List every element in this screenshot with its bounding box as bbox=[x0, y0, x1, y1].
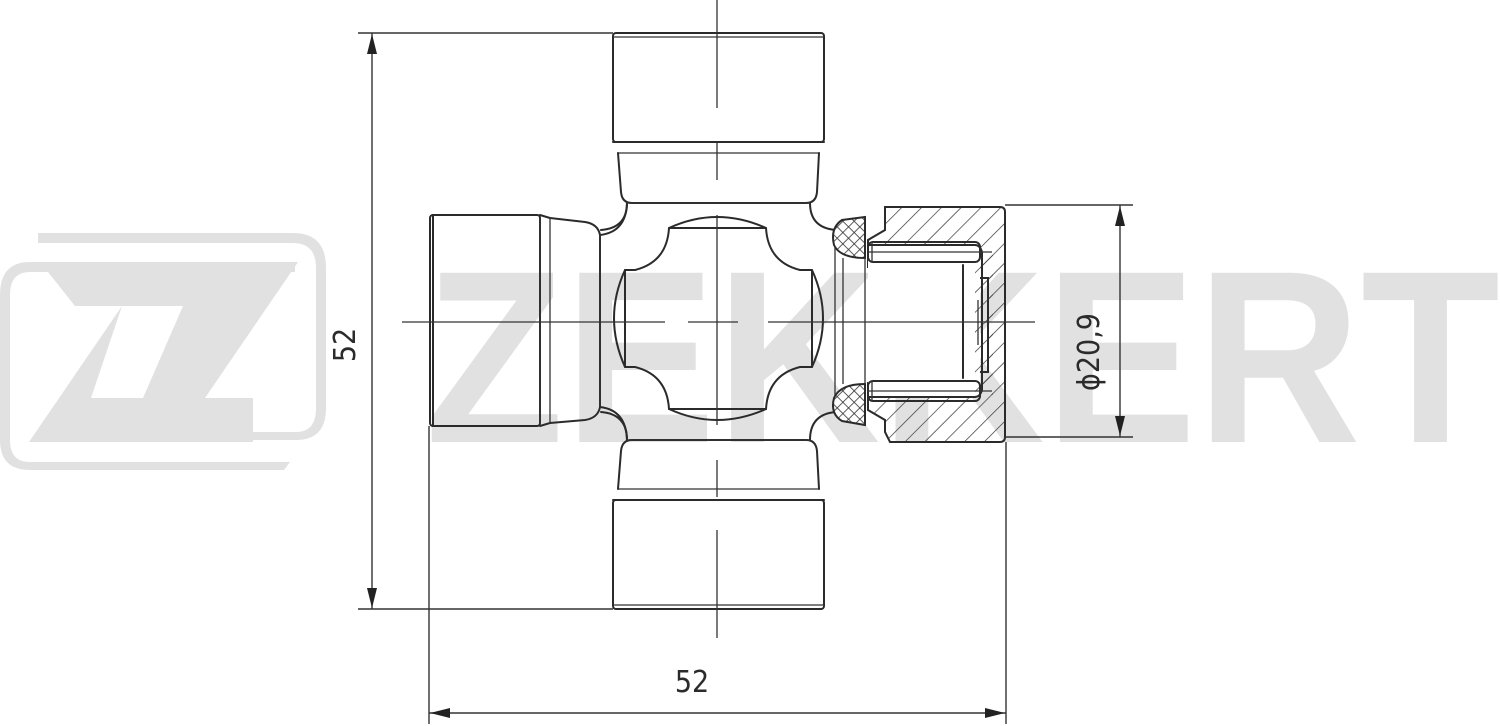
dimension-height-label: 52 bbox=[328, 328, 363, 362]
dimension-height: 52 bbox=[328, 32, 613, 610]
brand-watermark: ZEKKERT bbox=[0, 220, 1500, 495]
dimension-width-label: 52 bbox=[675, 665, 709, 700]
dimension-cup-diameter: ϕ20,9 bbox=[1005, 204, 1133, 438]
bottom-trunnion bbox=[600, 411, 837, 610]
brand-logo-icon bbox=[0, 233, 326, 470]
top-trunnion bbox=[600, 32, 837, 231]
cross-body bbox=[599, 202, 836, 441]
dimension-width: 52 bbox=[428, 426, 1007, 724]
center-lines bbox=[402, 0, 1035, 638]
dimension-cup-diameter-label: ϕ20,9 bbox=[1072, 313, 1107, 391]
